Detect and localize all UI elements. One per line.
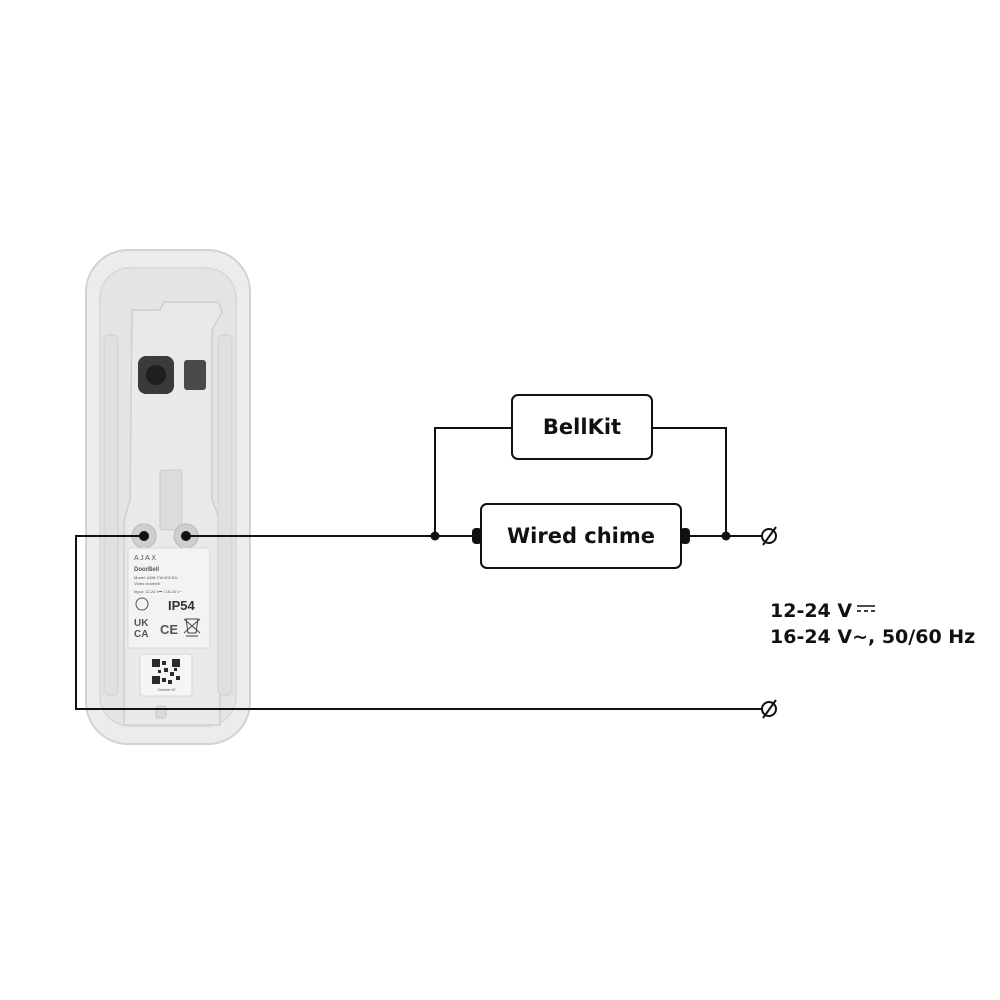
label-ce: CE xyxy=(160,622,178,637)
supply-terminal-top xyxy=(761,526,777,546)
label-input: Input: 12-24 V⎓ / 16-24 V~ xyxy=(134,589,183,594)
chime-connector-left xyxy=(472,528,482,544)
chime-connector-right xyxy=(680,528,690,544)
right-rail xyxy=(217,334,233,696)
terminal-dot-left xyxy=(139,531,149,541)
bellkit-box xyxy=(511,394,653,460)
terminal-slash-icon xyxy=(762,526,777,546)
label-model: Model: ADB.Y.W.002.EU xyxy=(134,575,178,580)
wired-chime-label: Wired chime xyxy=(507,524,655,548)
label-rating: IP54 xyxy=(168,598,196,613)
supply-terminal-bottom xyxy=(761,699,777,719)
label-product: DoorBell xyxy=(134,567,159,573)
dc-symbol-icon xyxy=(857,605,875,612)
wire-bellkit-left-branch xyxy=(434,427,512,536)
ground-icon xyxy=(135,597,149,611)
wire-terminal-to-supply xyxy=(75,535,762,710)
label-ca: CA xyxy=(134,629,148,640)
label-device-id: Device ID xyxy=(158,687,175,692)
qr-code xyxy=(152,659,180,684)
supply-voltage-labels: 12-24 V 16-24 V~, 50/60 Hz xyxy=(770,600,975,648)
terminal-dot-right xyxy=(181,531,191,541)
reset-button xyxy=(146,365,166,385)
center-slot xyxy=(159,469,183,531)
weee-bin-icon xyxy=(183,618,201,637)
junction-dot-left xyxy=(430,531,440,541)
wired-chime-node: Wired chime xyxy=(472,503,690,569)
doorbell-device: AJAX DoorBell Model: ADB.Y.W.002.EU Vide… xyxy=(85,249,251,745)
dc-voltage-label: 12-24 V xyxy=(770,600,852,622)
label-plate xyxy=(127,547,211,649)
label-brand: AJAX xyxy=(134,555,158,562)
junction-dot-right xyxy=(721,531,731,541)
tamper-switch xyxy=(184,360,206,390)
bellkit-label: BellKit xyxy=(543,415,621,439)
bellkit-node: BellKit xyxy=(511,394,653,460)
bottom-notch xyxy=(155,705,167,719)
terminal-slash-icon xyxy=(762,699,777,719)
ac-voltage-label: 16-24 V~, 50/60 Hz xyxy=(770,626,975,648)
label-type: Video doorbell xyxy=(134,581,160,586)
wire-bellkit-right-branch xyxy=(652,427,727,536)
left-rail xyxy=(103,334,119,696)
label-uk: UK xyxy=(134,618,149,629)
